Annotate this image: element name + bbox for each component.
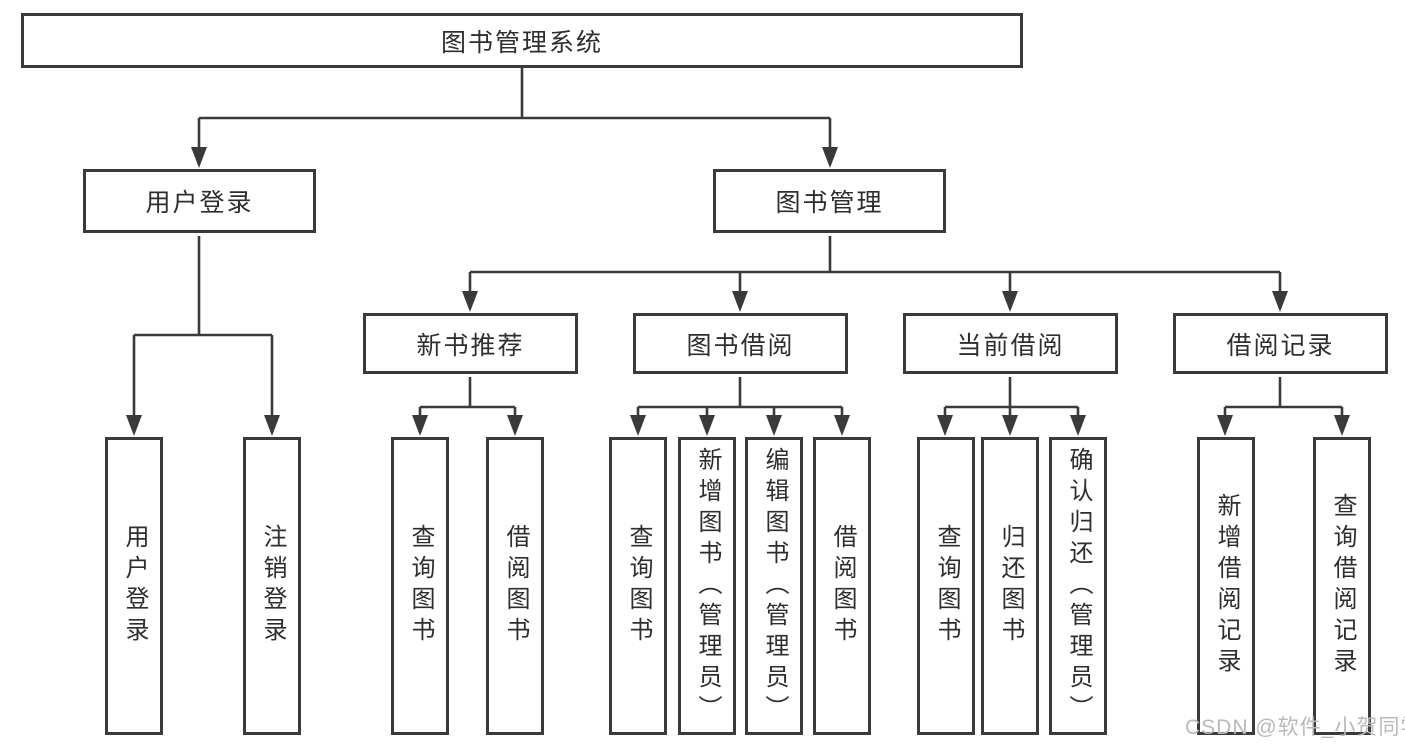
node-label: 查询图书 — [933, 524, 960, 648]
csdn-watermark: CSDN @软件_小贺同学 — [1185, 716, 1405, 739]
node-label: 借阅图书 — [502, 524, 529, 648]
leaf-logout: 注销登录 — [243, 437, 301, 735]
leaf-borrow-search-book: 查询图书 — [609, 437, 667, 735]
node-current-borrowing: 当前借阅 — [903, 313, 1118, 374]
leaf-confirm-return-admin: 确认归还（管理员） — [1049, 437, 1107, 735]
node-label: 查询图书 — [625, 524, 652, 648]
node-label: 用户登录 — [145, 189, 254, 217]
node-label: 查询借阅记录 — [1329, 493, 1356, 679]
node-label: 确认归还（管理员） — [1065, 446, 1092, 726]
node-label: 借阅图书 — [829, 524, 856, 648]
leaf-current-search-book: 查询图书 — [917, 437, 975, 735]
node-label: 新书推荐 — [416, 331, 525, 360]
node-new-book-recommendation: 新书推荐 — [363, 313, 578, 374]
arrowheads — [126, 147, 1350, 436]
node-label: 借阅记录 — [1226, 331, 1335, 360]
node-label: 查询图书 — [407, 524, 434, 648]
node-borrowing-records: 借阅记录 — [1173, 313, 1388, 374]
leaf-return-book: 归还图书 — [981, 437, 1039, 735]
leaf-add-borrow-record: 新增借阅记录 — [1197, 437, 1255, 735]
node-label: 图书借阅 — [686, 331, 795, 360]
node-user-login-group: 用户登录 — [83, 169, 316, 233]
node-label: 图书管理系统 — [440, 28, 603, 57]
leaf-user-login: 用户登录 — [105, 437, 163, 735]
leaf-recommend-borrow-book: 借阅图书 — [486, 437, 544, 735]
node-root-library-system: 图书管理系统 — [21, 13, 1023, 68]
leaf-search-borrow-record: 查询借阅记录 — [1313, 437, 1371, 735]
node-label: 用户登录 — [121, 524, 148, 648]
node-label: 新增图书（管理员） — [694, 446, 721, 726]
leaf-borrow-book: 借阅图书 — [813, 437, 871, 735]
node-label: 当前借阅 — [956, 331, 1065, 360]
leaf-recommend-search-book: 查询图书 — [391, 437, 449, 735]
node-label: 编辑图书（管理员） — [761, 446, 788, 726]
node-label: 新增借阅记录 — [1213, 493, 1240, 679]
node-book-management-group: 图书管理 — [713, 169, 946, 233]
node-label: 图书管理 — [775, 189, 884, 217]
leaf-add-book-admin: 新增图书（管理员） — [678, 437, 736, 735]
node-label: 注销登录 — [259, 524, 286, 648]
node-label: 归还图书 — [997, 524, 1024, 648]
node-book-borrowing: 图书借阅 — [633, 313, 848, 374]
connector-paths — [132, 68, 1344, 419]
leaf-edit-book-admin: 编辑图书（管理员） — [745, 437, 803, 735]
